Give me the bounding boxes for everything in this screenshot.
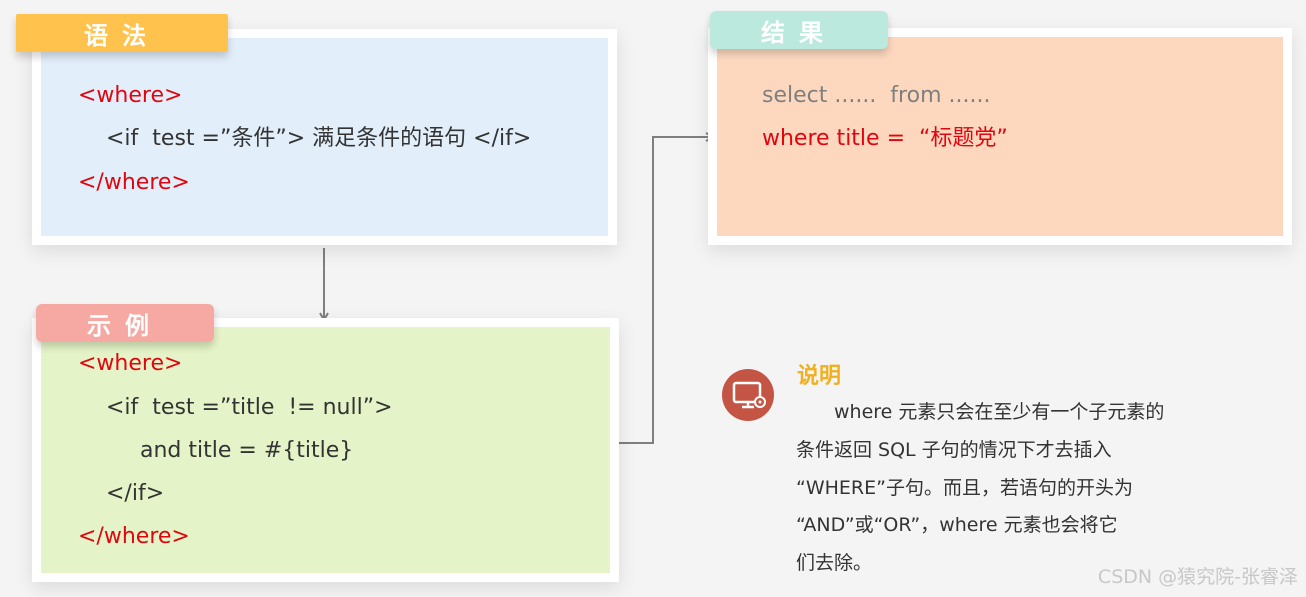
- example-line-close-if: </if>: [106, 481, 165, 506]
- result-line-select: select ...... from ......: [762, 83, 991, 108]
- example-panel: [32, 318, 619, 582]
- syntax-line-if: <if test =”条件”> 满足条件的语句 </if>: [106, 126, 532, 151]
- syntax-line-open-where: <where>: [78, 83, 183, 108]
- example-line-open-where: <where>: [78, 351, 183, 376]
- example-line-if: <if test =”title != null”>: [106, 395, 393, 420]
- example-panel-body: [41, 327, 610, 573]
- note-line-3: “WHERE”子句。而且，若语句的开头为: [796, 477, 1133, 499]
- watermark: CSDN @猿究院-张睿泽: [1097, 566, 1298, 588]
- result-tag: 结果: [710, 11, 888, 49]
- note-line-5: 们去除。: [796, 552, 873, 574]
- note-title: 说明: [797, 364, 842, 389]
- result-line-where: where title = “标题党”: [762, 126, 1008, 151]
- syntax-tag: 语法: [16, 14, 228, 52]
- note-line-4: “AND”或“OR”，where 元素也会将它: [796, 514, 1118, 536]
- note-line-2: 条件返回 SQL 子句的情况下才去插入: [796, 439, 1112, 461]
- syntax-line-close-where: </where>: [78, 170, 190, 195]
- syntax-panel: [32, 29, 617, 245]
- example-line-and: and title = #{title}: [140, 438, 354, 463]
- result-panel: [708, 28, 1292, 245]
- result-panel-body: [717, 37, 1283, 236]
- monitor-gear-icon-graphic: [732, 381, 766, 409]
- example-tag: 示例: [36, 304, 214, 342]
- syntax-panel-body: [41, 38, 608, 236]
- note-line-1: where 元素只会在至少有一个子元素的: [834, 401, 1165, 423]
- monitor-gear-icon: [722, 369, 774, 421]
- example-line-close-where: </where>: [78, 524, 190, 549]
